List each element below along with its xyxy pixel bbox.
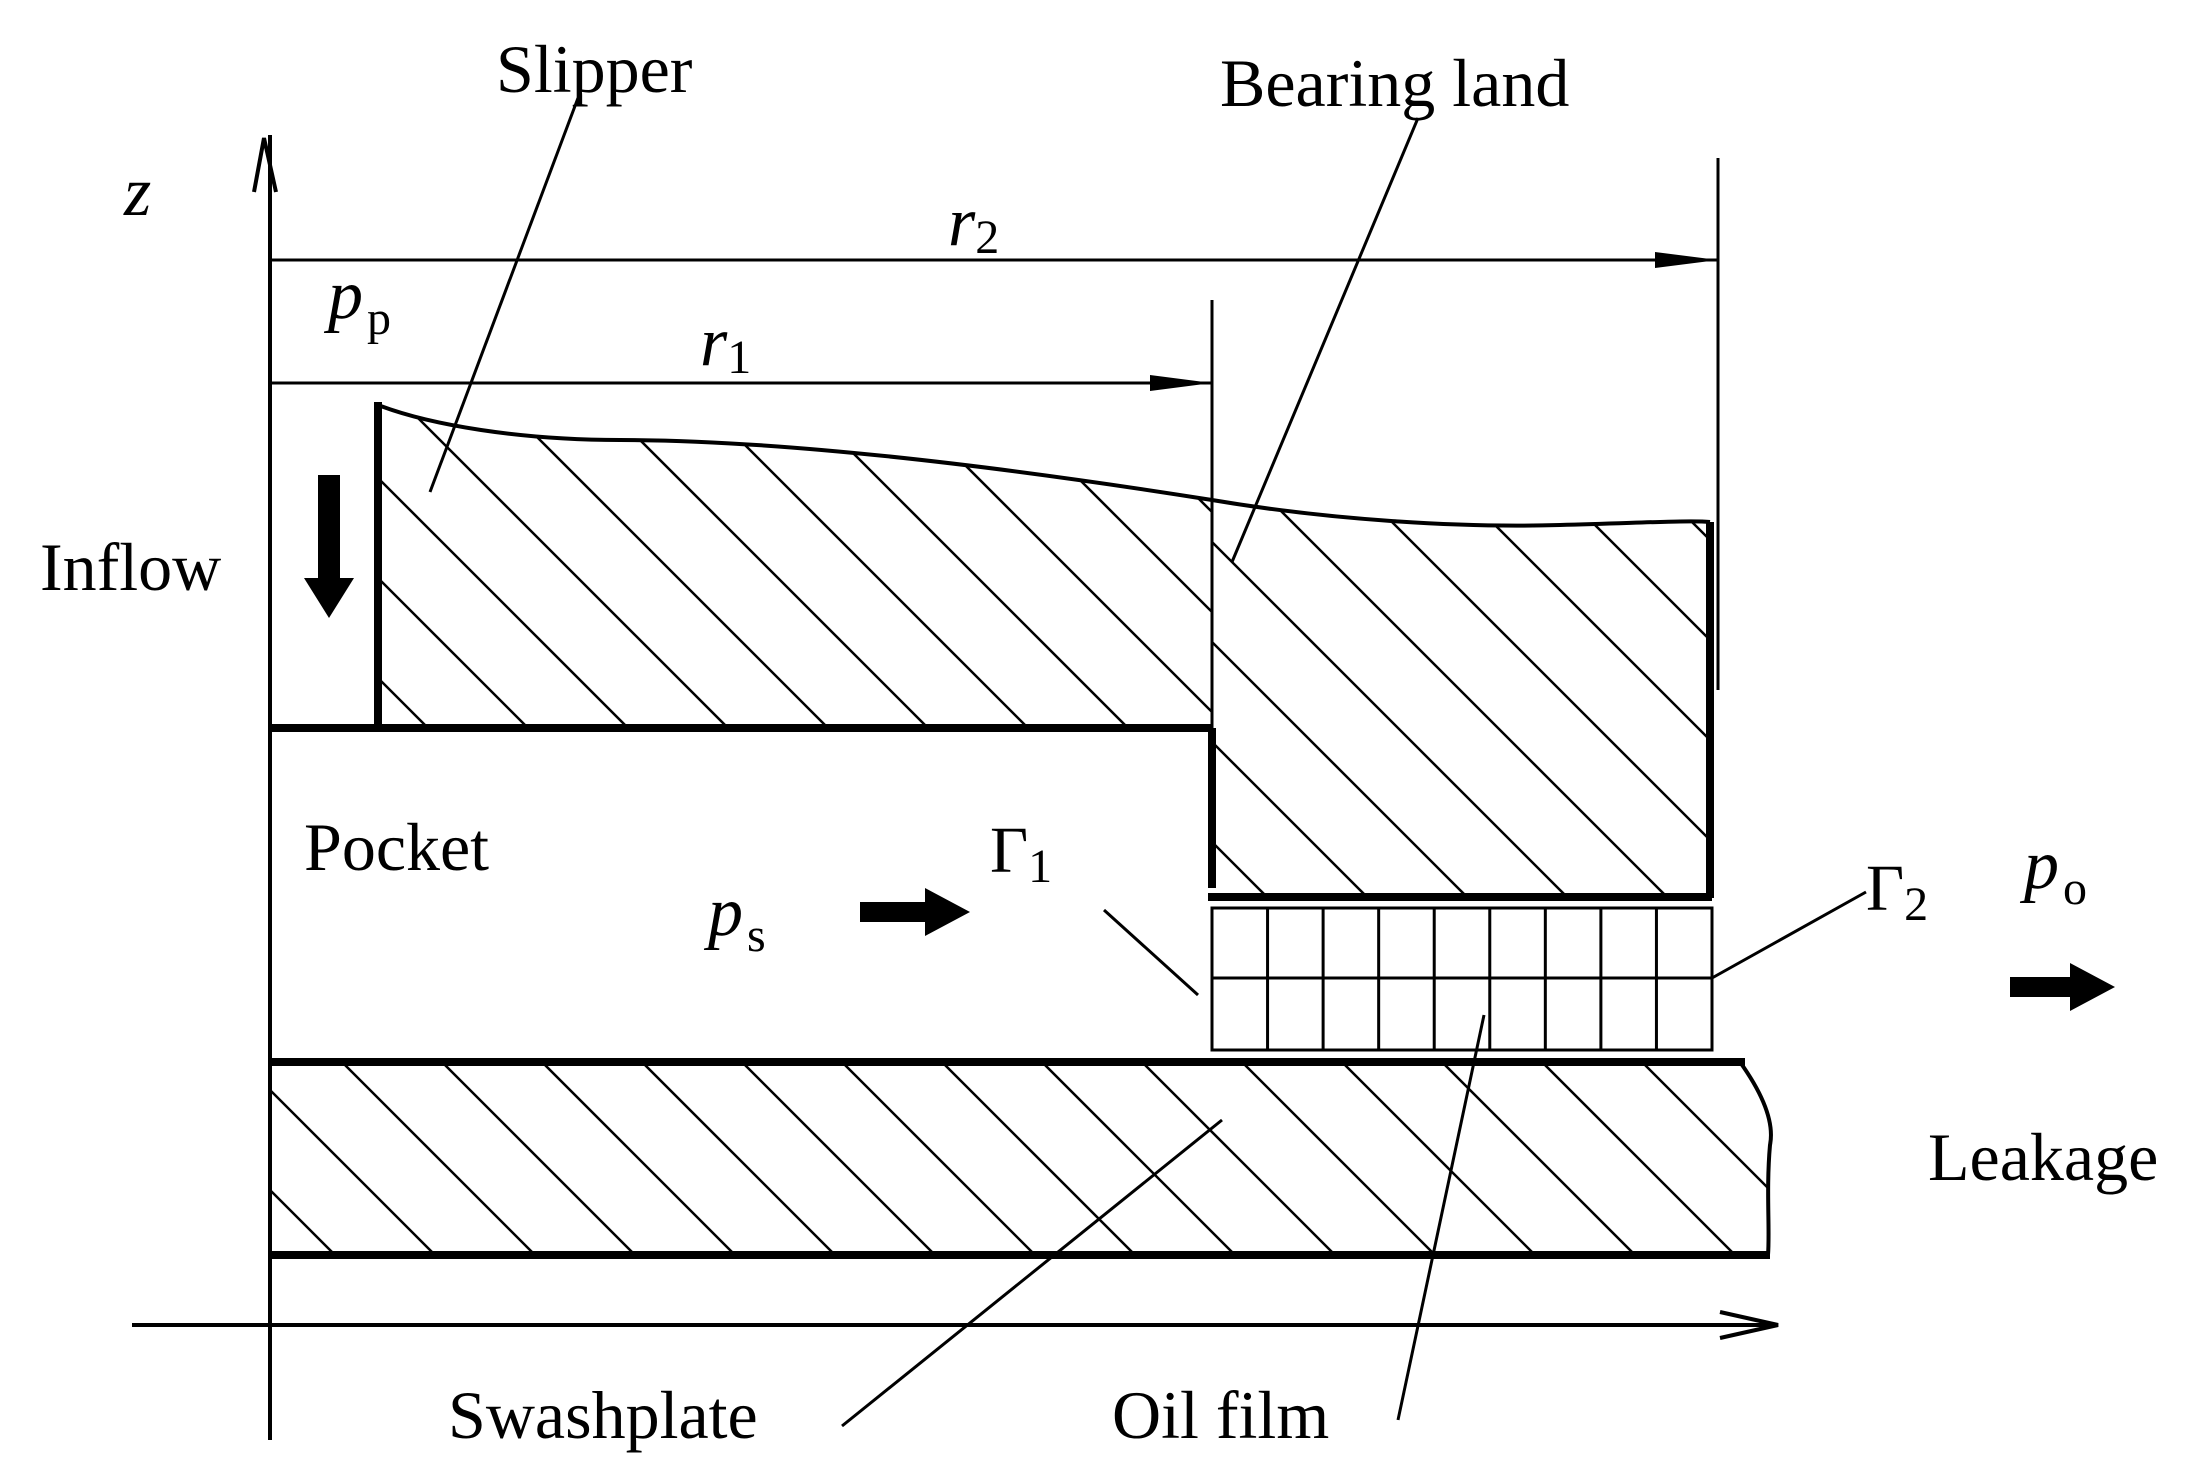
hatch-line — [629, 1062, 851, 1255]
pp-label: pp — [323, 257, 391, 345]
swashplate-leader-line — [841, 1118, 1223, 1428]
hatch-line — [989, 405, 1212, 728]
hatch-line — [270, 1062, 451, 1255]
hatch-line — [1129, 1062, 1351, 1255]
r1-label: r1 — [700, 304, 751, 384]
hatch-line — [1359, 500, 1710, 898]
hatch-line — [389, 405, 741, 728]
r2-subscript: 2 — [975, 211, 999, 264]
hatch-line — [689, 405, 1041, 728]
hatch-line — [729, 1062, 951, 1255]
slipper-outline — [377, 403, 1711, 528]
po-label: po — [2019, 827, 2087, 915]
r1-symbol: r — [700, 304, 728, 381]
hatch-line — [378, 405, 641, 728]
swashplate-hatch — [30, 1050, 1771, 1270]
slipper-label: Slipper — [496, 31, 693, 107]
hatch-line — [1229, 1062, 1451, 1255]
hatch-line — [378, 405, 541, 728]
hatch-line — [829, 1062, 1051, 1255]
r2-symbol: r — [948, 184, 976, 261]
swashplate-label: Swashplate — [448, 1377, 758, 1453]
slipper-hatch — [378, 405, 1212, 728]
leakage-label: Leakage — [1928, 1119, 2158, 1195]
inflow-arrow-icon — [304, 475, 354, 618]
gamma2-label: Γ2 — [1866, 852, 1928, 931]
bearing-land-leader-line — [1230, 117, 1420, 563]
r1-arrowhead — [1150, 375, 1212, 391]
gamma2-symbol: Γ — [1866, 852, 1904, 925]
r2-arrowhead — [1655, 252, 1718, 268]
ps-label: ps — [703, 874, 766, 962]
oil-film-label: Oil film — [1112, 1377, 1329, 1453]
gamma2-leader-line — [1711, 890, 1867, 980]
hatch-line — [489, 405, 841, 728]
hatch-line — [1259, 500, 1681, 898]
hatch-line — [1559, 500, 1710, 898]
hatch-line — [1729, 1062, 1771, 1255]
hatch-line — [1212, 500, 1281, 898]
hatch-line — [889, 405, 1212, 728]
hatch-line — [329, 1062, 551, 1255]
r2-label: r2 — [948, 184, 999, 264]
hatch-line — [789, 405, 1141, 728]
hatch-line — [30, 1050, 250, 1270]
leakage-arrow-icon — [2010, 963, 2115, 1011]
gamma1-subscript: 1 — [1028, 840, 1052, 893]
hatch-line — [1212, 500, 1581, 898]
pocket-flow-arrow-icon — [860, 888, 970, 936]
z-axis-arrowhead — [252, 137, 278, 193]
ps-symbol: p — [703, 874, 743, 951]
bearing-land-hatch — [760, 490, 1710, 910]
gamma1-symbol: Γ — [990, 814, 1028, 887]
hatch-line — [1212, 500, 1381, 898]
r1-subscript: 1 — [727, 331, 751, 384]
ps-subscript: s — [747, 909, 766, 962]
hatch-line — [1189, 405, 1212, 728]
gamma2-subscript: 2 — [1904, 878, 1928, 931]
hatch-line — [1529, 1062, 1751, 1255]
gamma1-label: Γ1 — [990, 814, 1052, 893]
slipper-leader-line — [428, 97, 580, 493]
swashplate-break-line — [1738, 1060, 1773, 1256]
r-axis-arrowhead — [1719, 1310, 1779, 1340]
hatch-line — [1629, 1062, 1771, 1255]
hatch-line — [929, 1062, 1151, 1255]
oil-film-leader-line — [1396, 1014, 1486, 1421]
hatch-line — [1659, 500, 1710, 898]
hatch-line — [270, 1062, 351, 1255]
z-axis-label: z — [123, 154, 151, 231]
inflow-label: Inflow — [40, 529, 221, 605]
bearing-land-label: Bearing land — [1220, 45, 1569, 121]
hatch-line — [1329, 1062, 1551, 1255]
hatch-line — [1029, 1062, 1251, 1255]
hatch-line — [1459, 500, 1710, 898]
hatch-line — [760, 490, 1180, 910]
gamma1-leader-line — [1102, 908, 1200, 997]
pp-symbol: p — [323, 257, 363, 334]
po-subscript: o — [2063, 862, 2087, 915]
hatch-line — [1212, 500, 1481, 898]
oil-film-mesh — [1210, 906, 1714, 1052]
pocket-label: Pocket — [304, 809, 489, 885]
hatch-line — [1429, 1062, 1651, 1255]
pp-subscript: p — [367, 292, 391, 345]
hatch-line — [589, 405, 941, 728]
hatch-line — [529, 1062, 751, 1255]
hatch-line — [1089, 405, 1212, 728]
hatch-line — [429, 1062, 651, 1255]
po-symbol: p — [2019, 827, 2059, 904]
